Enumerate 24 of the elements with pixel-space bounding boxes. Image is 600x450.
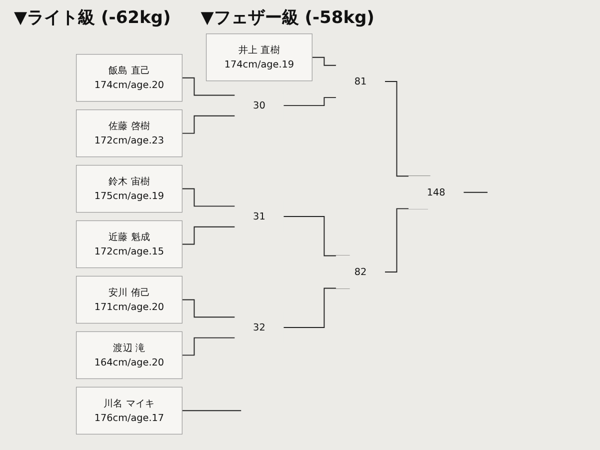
node-text: 30 <box>253 100 266 111</box>
node-box: 安川 侑己 171cm/age.20 <box>76 276 182 324</box>
connector <box>182 299 236 318</box>
connector <box>462 192 488 193</box>
connector <box>182 188 236 207</box>
node-text: 31 <box>253 210 266 222</box>
connector <box>182 337 236 356</box>
connector <box>182 410 242 412</box>
node-text: 32 <box>253 321 266 333</box>
connector <box>182 77 236 96</box>
node-box: 川名 マイキ 176cm/age.17 <box>76 386 182 434</box>
node-text: 81 <box>354 75 367 87</box>
node-box: 鈴木 宙樹 175cm/age.19 <box>76 164 182 213</box>
connector <box>312 56 337 66</box>
connector <box>182 115 236 134</box>
node-box: 井上 直樹 174cm/age.19 <box>206 34 312 82</box>
node-box: 佐藤 啓樹 172cm/age.23 <box>76 110 182 158</box>
node-box: 飯島 直己 174cm/age.20 <box>76 54 182 102</box>
connector <box>182 226 236 245</box>
node-box: 渡辺 滝 164cm/age.20 <box>76 331 182 379</box>
weight-class-heading: ▼ライト級 (-62kg) <box>14 7 171 29</box>
node-box: 近藤 魁成 172cm/age.15 <box>76 220 182 268</box>
connector <box>282 97 337 106</box>
weight-class-heading: ▼フェザー級 (-58kg) <box>200 7 374 29</box>
